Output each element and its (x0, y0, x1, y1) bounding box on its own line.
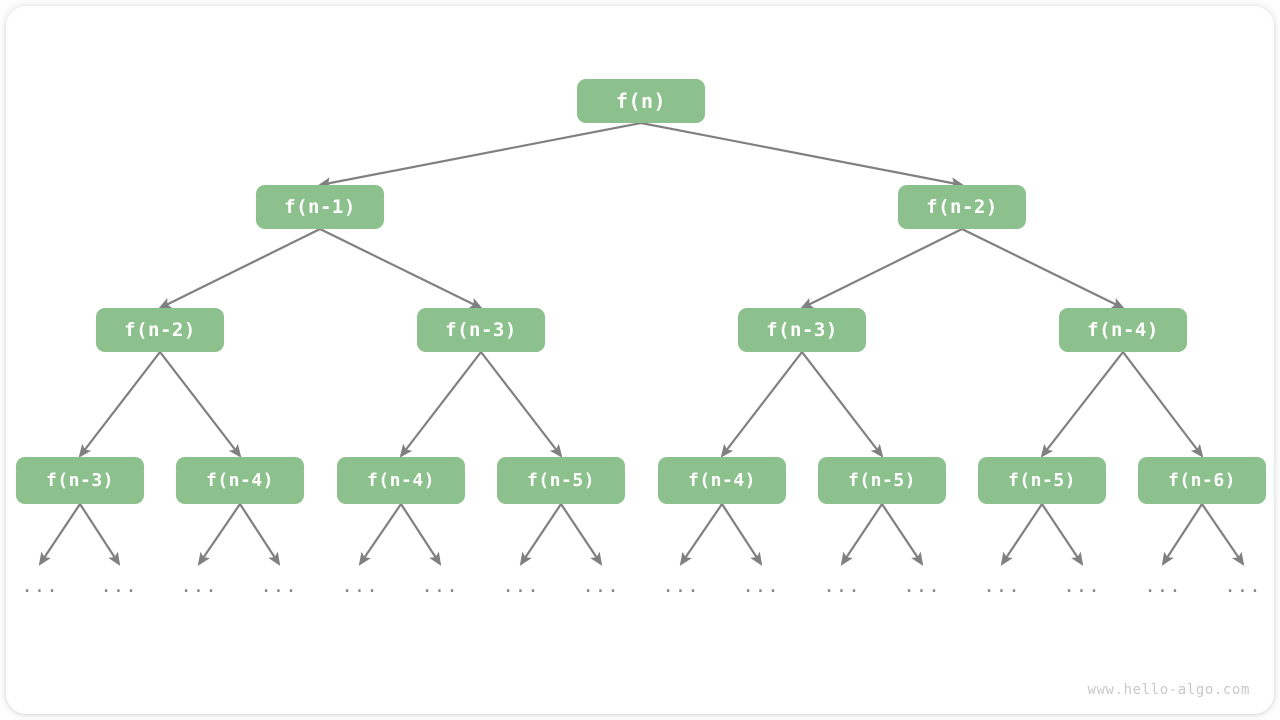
tree-node[interactable]: f(n-1) (256, 185, 384, 229)
ellipsis-node: ... (180, 575, 218, 597)
ellipsis-node: ... (903, 575, 941, 597)
tree-node[interactable]: f(n-2) (898, 185, 1026, 229)
ellipsis-node: ... (662, 575, 700, 597)
ellipsis-node: ... (983, 575, 1021, 597)
ellipsis-node: ... (1063, 575, 1101, 597)
tree-node[interactable]: f(n-2) (96, 308, 224, 352)
tree-node[interactable]: f(n-5) (978, 456, 1106, 504)
tree-node[interactable]: f(n-6) (1138, 456, 1266, 504)
ellipsis-node: ... (260, 575, 298, 597)
watermark: www.hello-algo.com (1087, 682, 1250, 698)
ellipsis-node: ... (1144, 575, 1182, 597)
ellipsis-node: ... (502, 575, 540, 597)
tree-node[interactable]: f(n) (577, 79, 705, 123)
ellipsis-node: ... (341, 575, 379, 597)
ellipsis-node: ... (100, 575, 138, 597)
ellipsis-node: ... (421, 575, 459, 597)
tree-node[interactable]: f(n-5) (497, 456, 625, 504)
ellipsis-node: ... (582, 575, 620, 597)
tree-node[interactable]: f(n-3) (738, 308, 866, 352)
tree-node[interactable]: f(n-4) (176, 456, 304, 504)
ellipsis-node: ... (742, 575, 780, 597)
tree-node[interactable]: f(n-3) (417, 308, 545, 352)
ellipsis-node: ... (21, 575, 59, 597)
ellipsis-node: ... (1224, 575, 1262, 597)
tree-node[interactable]: f(n-5) (818, 456, 946, 504)
tree-node[interactable]: f(n-4) (1059, 308, 1187, 352)
tree-node[interactable]: f(n-4) (337, 456, 465, 504)
tree-node[interactable]: f(n-4) (658, 456, 786, 504)
tree-node[interactable]: f(n-3) (16, 456, 144, 504)
ellipsis-node: ... (823, 575, 861, 597)
